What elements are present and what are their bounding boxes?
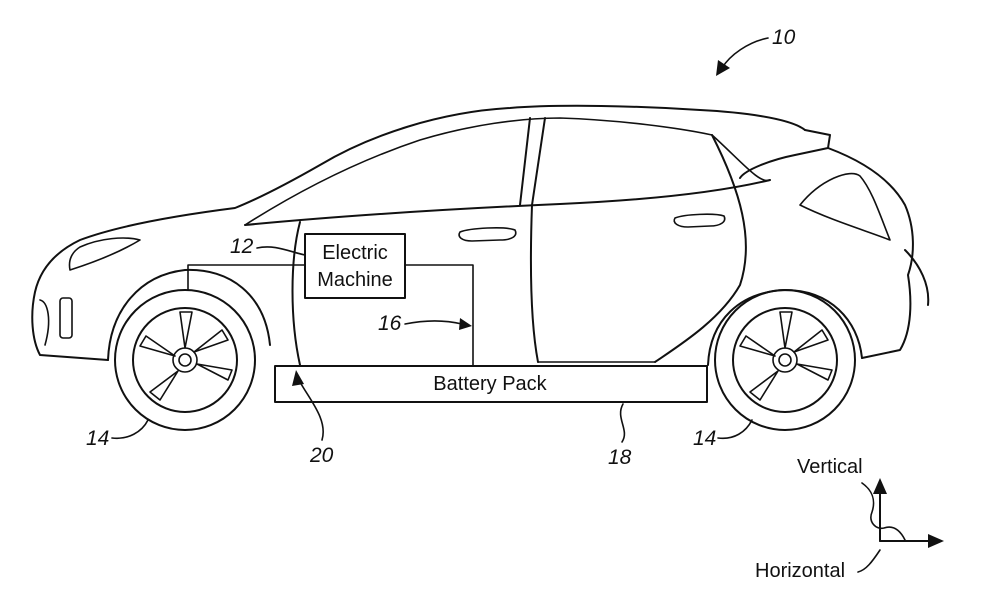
ref-20-label: 20 <box>309 444 334 467</box>
electric-machine-box: Electric Machine <box>305 234 405 298</box>
ref-14-rear: 14 <box>693 420 752 450</box>
ref-10-label: 10 <box>772 26 796 49</box>
electric-machine-label-line2: Machine <box>317 269 393 291</box>
rear-wheel <box>715 290 855 430</box>
vehicle-body <box>32 106 928 365</box>
ref-18-label: 18 <box>608 446 632 469</box>
ref-18: 18 <box>608 404 632 469</box>
ref-16: 16 <box>378 312 472 335</box>
ref-20: 20 <box>292 370 334 467</box>
horizontal-axis-label: Horizontal <box>755 560 845 582</box>
ref-10: 10 <box>716 26 796 76</box>
vertical-axis-label: Vertical <box>797 456 863 478</box>
horizontal-arrow-icon <box>928 534 944 548</box>
battery-pack-label: Battery Pack <box>433 373 547 395</box>
battery-pack-box: Battery Pack <box>275 366 707 402</box>
ref-12-label: 12 <box>230 235 254 258</box>
orientation-axes: Vertical Horizontal <box>755 456 944 582</box>
front-wheel <box>115 290 255 430</box>
electric-machine-label-line1: Electric <box>322 242 388 264</box>
ref-14-front: 14 <box>86 420 148 450</box>
ref-14-front-label: 14 <box>86 427 109 450</box>
ref-16-label: 16 <box>378 312 402 335</box>
ref-14-rear-label: 14 <box>693 427 716 450</box>
vertical-arrow-icon <box>873 478 887 494</box>
